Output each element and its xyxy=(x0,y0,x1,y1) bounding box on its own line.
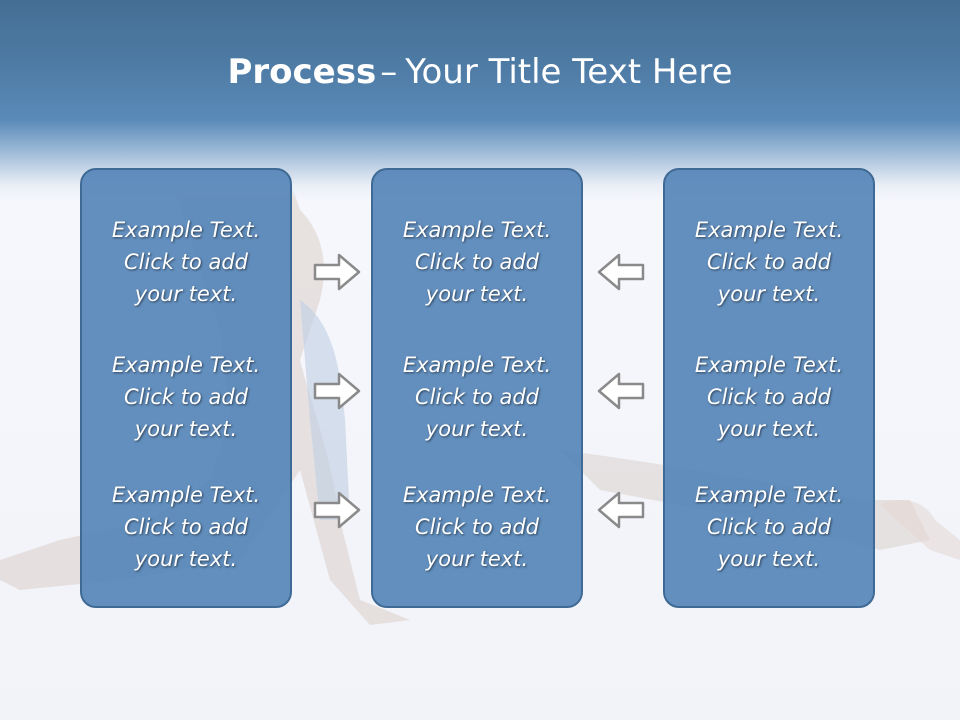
panel-text-block[interactable]: Example Text. Click to add your text. xyxy=(373,214,581,310)
text-line: your text. xyxy=(134,417,238,441)
panel-text-block[interactable]: Example Text. Click to add your text. xyxy=(665,214,873,310)
text-line: your text. xyxy=(425,417,529,441)
panel-text-block[interactable]: Example Text. Click to add your text. xyxy=(82,214,290,310)
arrow-left-icon[interactable] xyxy=(597,252,645,292)
arrow-left-icon[interactable] xyxy=(597,371,645,411)
process-panel-center[interactable]: Example Text. Click to add your text. Ex… xyxy=(371,168,583,608)
text-line: Example Text. xyxy=(694,218,844,242)
text-line: Click to add xyxy=(706,250,831,274)
panel-text-block[interactable]: Example Text. Click to add your text. xyxy=(665,479,873,575)
text-line: Click to add xyxy=(414,385,539,409)
arrow-right-icon[interactable] xyxy=(313,252,361,292)
text-line: Click to add xyxy=(706,385,831,409)
arrow-right-icon[interactable] xyxy=(313,490,361,530)
text-line: your text. xyxy=(134,547,238,571)
text-line: Example Text. xyxy=(694,353,844,377)
title-separator: – xyxy=(380,52,398,92)
text-line: Example Text. xyxy=(402,353,552,377)
text-line: Example Text. xyxy=(111,483,261,507)
panel-text-block[interactable]: Example Text. Click to add your text. xyxy=(82,349,290,445)
text-line: Click to add xyxy=(414,515,539,539)
text-line: your text. xyxy=(717,282,821,306)
text-line: your text. xyxy=(425,547,529,571)
text-line: Click to add xyxy=(123,385,248,409)
text-line: Click to add xyxy=(123,515,248,539)
process-panel-right[interactable]: Example Text. Click to add your text. Ex… xyxy=(663,168,875,608)
text-line: your text. xyxy=(717,417,821,441)
text-line: Example Text. xyxy=(402,218,552,242)
arrow-right-icon[interactable] xyxy=(313,371,361,411)
panel-text-block[interactable]: Example Text. Click to add your text. xyxy=(82,479,290,575)
title-bold-word: Process xyxy=(227,52,377,92)
text-line: your text. xyxy=(425,282,529,306)
panel-text-block[interactable]: Example Text. Click to add your text. xyxy=(665,349,873,445)
panel-text-block[interactable]: Example Text. Click to add your text. xyxy=(373,479,581,575)
text-line: Example Text. xyxy=(111,353,261,377)
text-line: your text. xyxy=(134,282,238,306)
title-header-band xyxy=(0,0,960,200)
text-line: Click to add xyxy=(123,250,248,274)
text-line: Example Text. xyxy=(111,218,261,242)
panel-text-block[interactable]: Example Text. Click to add your text. xyxy=(373,349,581,445)
process-panel-left[interactable]: Example Text. Click to add your text. Ex… xyxy=(80,168,292,608)
title-text: Your Title Text Here xyxy=(405,52,733,92)
text-line: Example Text. xyxy=(694,483,844,507)
slide-title[interactable]: Process–Your Title Text Here xyxy=(0,52,960,92)
text-line: your text. xyxy=(717,547,821,571)
text-line: Example Text. xyxy=(402,483,552,507)
text-line: Click to add xyxy=(414,250,539,274)
arrow-left-icon[interactable] xyxy=(597,490,645,530)
text-line: Click to add xyxy=(706,515,831,539)
